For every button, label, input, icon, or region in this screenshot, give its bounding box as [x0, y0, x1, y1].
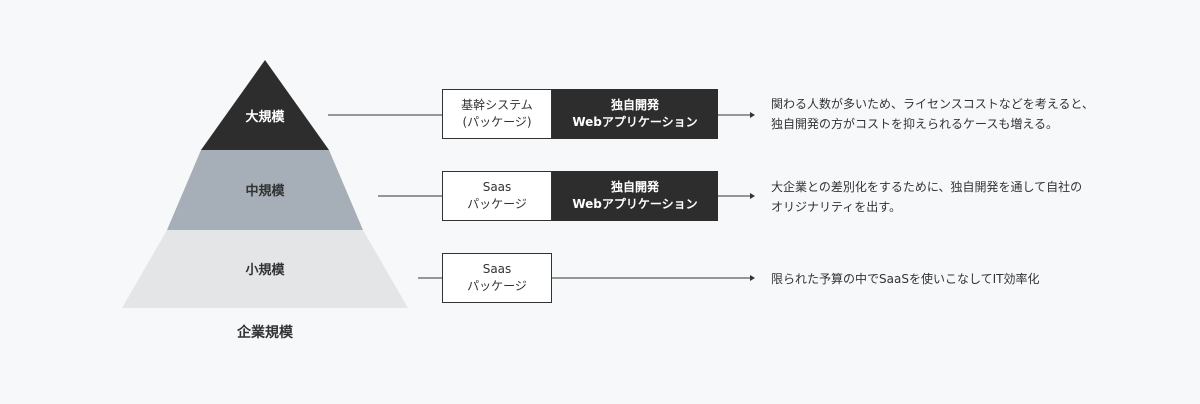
- box-line1: Saas: [482, 262, 512, 276]
- pyramid-tier-small: [122, 230, 408, 308]
- row1-description: 関わる人数が多いため、ライセンスコストなどを考えると、 独自開発の方がコストを抑…: [771, 94, 1094, 134]
- row3-description: 限られた予算の中でSaaSを使いこなしてIT効率化: [771, 269, 1039, 289]
- box-line1: 独自開発: [610, 98, 659, 112]
- tier-label-small: 小規模: [245, 262, 285, 278]
- description-line: 関わる人数が多いため、ライセンスコストなどを考えると、: [771, 97, 1094, 111]
- box-line1: 独自開発: [610, 180, 659, 194]
- arrow-head-1: [750, 112, 755, 118]
- box-line1: Saas: [482, 180, 512, 194]
- box-line2: パッケージ: [467, 197, 527, 211]
- description-line: オリジナリティを出す。: [771, 200, 902, 214]
- row2-box-saas: Saas パッケージ: [442, 171, 552, 221]
- pyramid-tier-medium: [167, 150, 363, 230]
- description-line: 独自開発の方がコストを抑えられるケースも増える。: [771, 117, 1059, 131]
- box-line2: (パッケージ): [462, 115, 532, 129]
- box-line2: Webアプリケーション: [572, 115, 698, 129]
- arrow-head-3: [750, 275, 755, 281]
- tier-label-large: 大規模: [245, 109, 285, 125]
- description-line: 大企業との差別化をするために、独自開発を通して自社の: [771, 180, 1083, 194]
- row1-box-custom-dev: 独自開発 Webアプリケーション: [552, 89, 718, 139]
- row3-box-saas: Saas パッケージ: [442, 253, 552, 303]
- box-line2: Webアプリケーション: [572, 197, 698, 211]
- pyramid-caption: 企業規模: [236, 324, 294, 341]
- row2-box-custom-dev: 独自開発 Webアプリケーション: [552, 171, 718, 221]
- description-line: 限られた予算の中でSaaSを使いこなしてIT効率化: [771, 272, 1040, 286]
- box-line2: パッケージ: [467, 279, 527, 293]
- tier-label-medium: 中規模: [245, 183, 285, 199]
- arrow-head-2: [750, 193, 755, 199]
- row1-box-core-system: 基幹システム (パッケージ): [442, 89, 552, 139]
- row2-description: 大企業との差別化をするために、独自開発を通して自社の オリジナリティを出す。: [771, 177, 1082, 217]
- pyramid-tier-large: [201, 60, 329, 150]
- box-line1: 基幹システム: [461, 98, 533, 112]
